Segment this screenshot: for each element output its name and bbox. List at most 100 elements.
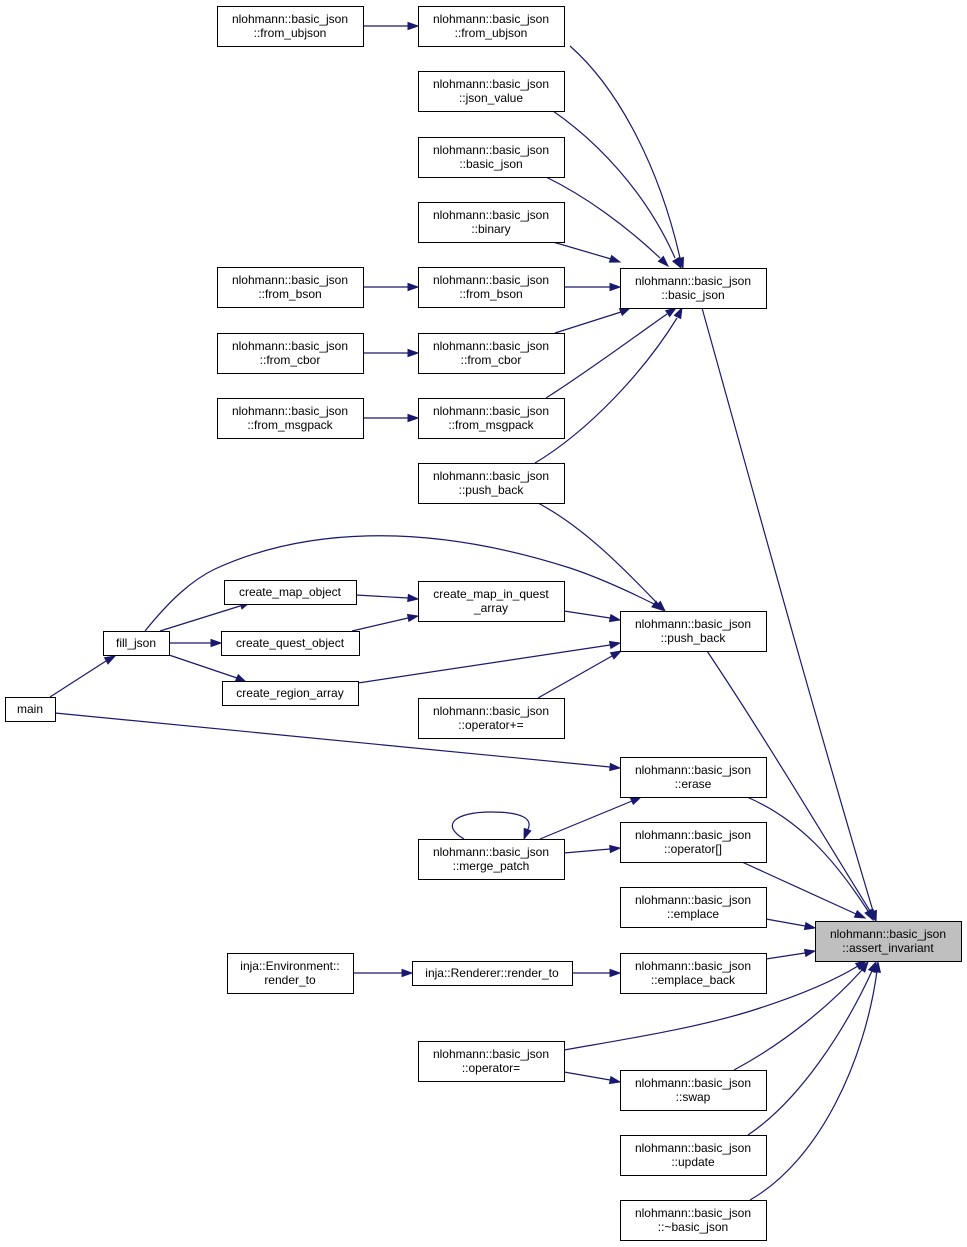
edge-jv-bj-line (552, 110, 676, 259)
node-mp-label-1: nlohmann::basic_json (433, 845, 549, 859)
node-pb2-box (418, 463, 565, 504)
node-fb1[interactable]: nlohmann::basic_json::from_bson (217, 267, 364, 308)
edge-empback-ai (765, 948, 817, 960)
node-ert-label-2: render_to (264, 973, 316, 987)
node-fm1[interactable]: nlohmann::basic_json::from_msgpack (217, 398, 364, 439)
edge-fc2-bj (554, 307, 632, 334)
edge-opeq-swap-arrowhead (608, 1075, 622, 1085)
node-opidx[interactable]: nlohmann::basic_json::operator[] (620, 822, 767, 863)
edge-main-fj (49, 655, 117, 698)
edge-fc1-fc2 (363, 348, 420, 358)
node-fu1[interactable]: nlohmann::basic_json::from_ubjson (217, 6, 364, 47)
node-main-label-1: main (17, 702, 43, 716)
node-rrt-label-1: inja::Renderer::render_to (425, 966, 559, 980)
edge-opidx-ai (741, 861, 867, 919)
edge-erase-ai-line (746, 796, 869, 912)
edge-dtor-ai (749, 960, 882, 1201)
node-fc2-label-2: ::from_cbor (461, 353, 522, 367)
node-emplace-label-1: nlohmann::basic_json (635, 893, 751, 907)
node-bin-box (418, 202, 565, 243)
edge-cqo-cmiqa (351, 613, 420, 632)
node-fu1-box (217, 6, 364, 47)
node-update-label-1: nlohmann::basic_json (635, 1141, 751, 1155)
node-pb2-label-1: nlohmann::basic_json (433, 469, 549, 483)
node-cmo-label-1: create_map_object (239, 585, 342, 599)
node-erase[interactable]: nlohmann::basic_json::erase (620, 757, 767, 798)
node-empback[interactable]: nlohmann::basic_json::emplace_back (620, 953, 767, 994)
node-fm2[interactable]: nlohmann::basic_json::from_msgpack (418, 398, 565, 439)
node-jv[interactable]: nlohmann::basic_json::json_value (418, 71, 565, 112)
node-cmiqa-box (418, 581, 565, 622)
node-bj2-label-1: nlohmann::basic_json (433, 143, 549, 157)
edge-pb2-pb-line (537, 502, 659, 605)
edge-opeq-ai-line (563, 965, 859, 1051)
edge-bj2-bj-line (545, 176, 661, 259)
edge-update-ai (747, 960, 877, 1136)
node-cra-box (222, 681, 359, 706)
node-update[interactable]: nlohmann::basic_json::update (620, 1135, 767, 1176)
edge-main-erase-line (54, 712, 611, 768)
node-rrt[interactable]: inja::Renderer::render_to (412, 961, 573, 986)
edge-fb2-bj-arrowhead (609, 282, 622, 292)
node-jv-box (418, 71, 565, 112)
edge-dtor-ai-arrowhead (872, 960, 882, 973)
edge-opeq-ai (563, 960, 868, 1051)
node-fc2[interactable]: nlohmann::basic_json::from_cbor (418, 333, 565, 374)
node-fb2-label-2: ::from_bson (459, 287, 522, 301)
node-pb2-label-2: ::push_back (459, 483, 525, 497)
edge-main-erase-arrowhead (609, 762, 622, 772)
edge-fm2-bj-line (545, 313, 668, 399)
node-erase-label-2: ::erase (675, 777, 712, 791)
node-pb2[interactable]: nlohmann::basic_json::push_back (418, 463, 565, 504)
node-dtor[interactable]: nlohmann::basic_json::~basic_json (620, 1200, 767, 1241)
node-swap[interactable]: nlohmann::basic_json::swap (620, 1070, 767, 1111)
node-mp-label-2: ::merge_patch (453, 859, 530, 873)
node-ai-box (815, 921, 962, 962)
node-fu2[interactable]: nlohmann::basic_json::from_ubjson (418, 6, 565, 47)
node-opeq[interactable]: nlohmann::basic_json::operator= (418, 1041, 565, 1082)
node-pb[interactable]: nlohmann::basic_json::push_back (620, 611, 767, 652)
node-cqo-label-1: create_quest_object (236, 636, 345, 650)
node-cqo[interactable]: create_quest_object (221, 631, 360, 656)
edge-swap-ai (733, 960, 869, 1071)
edge-bj2-bj (545, 176, 670, 268)
node-ai-label-2: ::assert_invariant (842, 941, 934, 955)
edge-cqo-cmiqa-arrowhead (406, 613, 420, 623)
node-fj[interactable]: fill_json (103, 631, 170, 656)
node-ert[interactable]: inja::Environment::render_to (227, 953, 354, 994)
edge-fu1-fu2 (363, 21, 420, 31)
node-main[interactable]: main (5, 697, 56, 722)
edge-rrt-empback-arrowhead (609, 968, 622, 978)
edge-rrt-empback (572, 968, 622, 978)
node-fb2-label-1: nlohmann::basic_json (433, 273, 549, 287)
nodes: nlohmann::basic_json::assert_invariantnl… (5, 6, 962, 1241)
edge-fm2-bj-arrowhead (664, 307, 678, 318)
node-fb2[interactable]: nlohmann::basic_json::from_bson (418, 267, 565, 308)
edge-fj-pb-line (144, 535, 655, 632)
node-fc1-box (217, 333, 364, 374)
node-emplace[interactable]: nlohmann::basic_json::emplace (620, 887, 767, 928)
node-fc2-label-1: nlohmann::basic_json (433, 339, 549, 353)
edge-pb-ai-line (706, 650, 871, 912)
edge-fj-cra-line (168, 654, 238, 679)
node-fc2-box (418, 333, 565, 374)
edge-jv-bj (552, 110, 682, 270)
node-cra[interactable]: create_region_array (222, 681, 359, 706)
node-bj[interactable]: nlohmann::basic_json::basic_json (620, 268, 767, 309)
node-bj2[interactable]: nlohmann::basic_json::basic_json (418, 137, 565, 178)
node-fc1[interactable]: nlohmann::basic_json::from_cbor (217, 333, 364, 374)
node-mp[interactable]: nlohmann::basic_json::merge_patch (418, 839, 565, 880)
node-bin[interactable]: nlohmann::basic_json::binary (418, 202, 565, 243)
node-ai[interactable]: nlohmann::basic_json::assert_invariant (815, 921, 962, 962)
edge-opeq-swap-line (563, 1071, 611, 1081)
node-cmiqa[interactable]: create_map_in_quest_array (418, 581, 565, 622)
node-opidx-box (620, 822, 767, 863)
edge-emplace-ai-arrowhead (803, 921, 817, 931)
edge-opplus-pb-line (537, 655, 613, 699)
node-cmiqa-label-1: create_map_in_quest (433, 587, 549, 601)
node-opplus[interactable]: nlohmann::basic_json::operator+= (418, 698, 565, 739)
edge-cmo-cmiqa (355, 593, 420, 603)
edge-fm1-fm2 (363, 413, 420, 423)
edge-swap-ai-line (733, 969, 863, 1071)
node-cmo[interactable]: create_map_object (224, 580, 357, 605)
